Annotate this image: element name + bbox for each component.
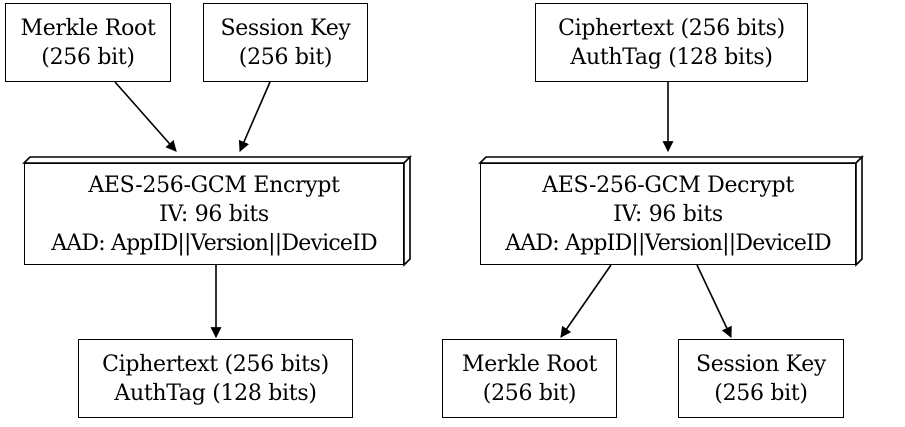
arrow-merkle-root-to-encrypt (114, 81, 177, 152)
ciphertext-output-box: Ciphertext (256 bits) AuthTag (128 bits) (78, 339, 353, 418)
merkle-root-output-size: (256 bit) (482, 380, 577, 406)
session-key-output-label: Session Key (695, 351, 827, 377)
session-key-output-box: Session Key (256 bit) (678, 339, 844, 418)
decrypt-box-depth (478, 155, 864, 267)
decrypt-process-aad: AAD: AppID||Version||DeviceID (505, 230, 831, 256)
decrypt-process-title: AES-256-GCM Decrypt (542, 172, 794, 198)
session-key-input-label: Session Key (220, 15, 351, 41)
encrypt-process-title: AES-256-GCM Encrypt (88, 172, 340, 198)
merkle-root-output-box: Merkle Root (256 bit) (442, 339, 617, 418)
arrow-session-key-to-encrypt (238, 81, 271, 153)
ciphertext-input-label: Ciphertext (256 bits) (558, 15, 785, 41)
encrypt-process-aad: AAD: AppID||Version||DeviceID (51, 230, 377, 256)
authtag-output-label: AuthTag (128 bits) (114, 380, 317, 406)
encrypt-process-box: AES-256-GCM Encrypt IV: 96 bits AAD: App… (24, 163, 404, 265)
decrypt-process-iv: IV: 96 bits (613, 201, 723, 227)
session-key-output-size: (256 bit) (714, 380, 808, 406)
authtag-input-label: AuthTag (128 bits) (570, 44, 773, 70)
arrow-decrypt-to-merkle-root (560, 264, 612, 338)
decrypt-process-box: AES-256-GCM Decrypt IV: 96 bits AAD: App… (480, 163, 856, 265)
merkle-root-input-size: (256 bit) (41, 44, 135, 70)
ciphertext-output-label: Ciphertext (256 bits) (102, 351, 329, 377)
session-key-input-box: Session Key (256 bit) (203, 3, 368, 82)
merkle-root-input-box: Merkle Root (256 bit) (5, 3, 171, 82)
session-key-input-size: (256 bit) (238, 44, 333, 70)
encrypt-process-iv: IV: 96 bits (159, 201, 269, 227)
merkle-root-output-label: Merkle Root (461, 351, 598, 377)
merkle-root-input-label: Merkle Root (20, 15, 156, 41)
arrow-decrypt-to-session-key (696, 264, 732, 338)
ciphertext-input-box: Ciphertext (256 bits) AuthTag (128 bits) (535, 3, 808, 82)
